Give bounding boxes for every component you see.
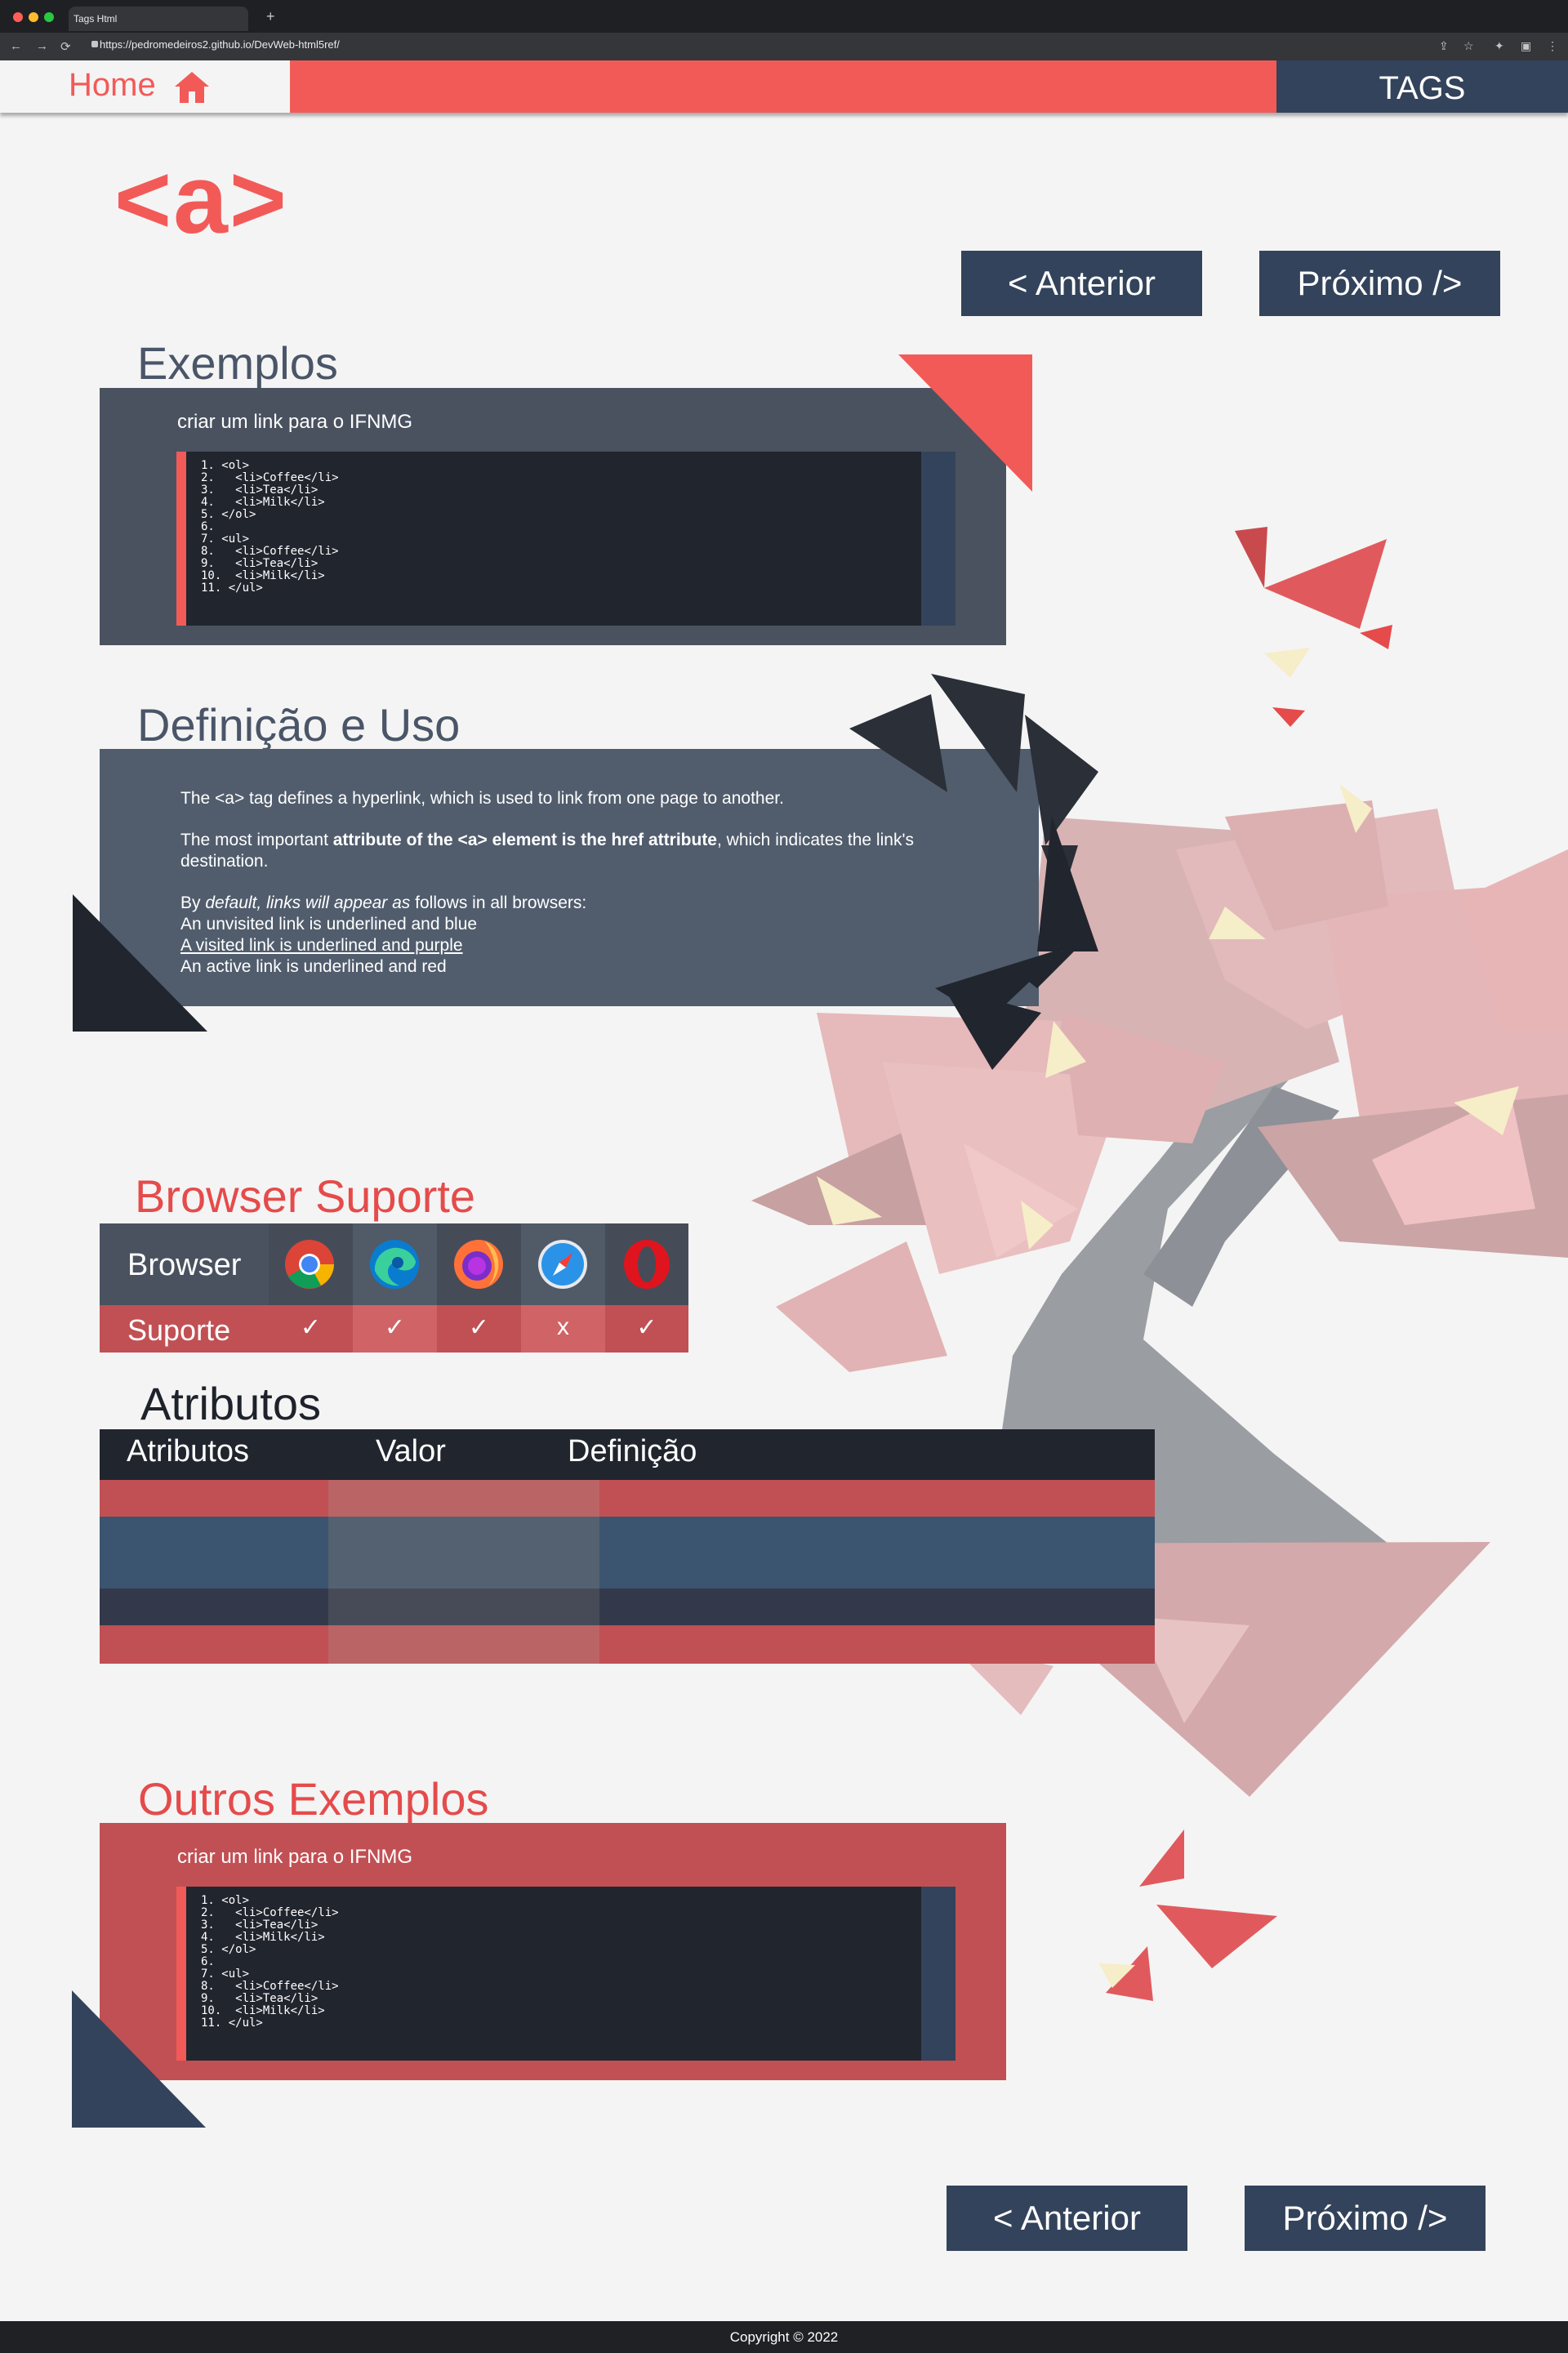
star-icon[interactable]: ☆ (1463, 39, 1474, 52)
other-examples-caption: criar um link para o IFNMG (177, 1846, 413, 1868)
attributes-col-attr: Atributos (127, 1434, 249, 1468)
definition-title: Definição e Uso (137, 699, 461, 751)
share-icon[interactable]: ⇪ (1439, 39, 1449, 52)
attributes-col-value: Valor (376, 1434, 446, 1468)
lock-icon (91, 41, 98, 47)
definition-panel (100, 749, 1039, 1006)
code-line: 2. <li>Coffee</li> (201, 471, 339, 484)
support-title: Browser Suporte (135, 1170, 476, 1222)
code-line: 5. </ol> (201, 508, 256, 521)
code-line: 9. <li>Tea</li> (201, 557, 318, 570)
support-browser-label: Browser (127, 1248, 242, 1282)
code-line: 1. <ol> (201, 1894, 250, 1907)
extensions-icon[interactable]: ✦ (1494, 39, 1504, 52)
firefox-icon (454, 1240, 503, 1289)
code-line: 10. <li>Milk</li> (201, 569, 325, 582)
definition-line-visited[interactable]: A visited link is underlined and purple (180, 936, 463, 955)
opera-icon (624, 1240, 670, 1289)
footer: Copyright © 2022 (0, 2321, 1568, 2353)
code-line: 7. <ul> (201, 533, 250, 546)
table-cell-value (328, 1517, 599, 1589)
prev-button-bottom[interactable]: < Anterior (947, 2186, 1187, 2251)
code-scrollbar[interactable] (921, 1887, 956, 2061)
code-line: 6. (201, 520, 215, 533)
red-corner-triangle (898, 354, 1032, 492)
next-button-bottom[interactable]: Próximo /> (1245, 2186, 1486, 2251)
prev-button-top[interactable]: < Anterior (961, 251, 1202, 316)
forward-icon[interactable]: → (36, 39, 48, 53)
code-line: 8. <li>Coffee</li> (201, 545, 339, 558)
support-value-firefox: ✓ (468, 1314, 490, 1341)
navy-corner-triangle (72, 1990, 206, 2128)
sidepanel-icon[interactable]: ▣ (1521, 39, 1532, 52)
table-cell-value (328, 1625, 599, 1664)
browser-tab[interactable]: Tags Html (69, 7, 248, 31)
code-line: 1. <ol> (201, 459, 250, 472)
examples-code-block: 1. <ol>2. <li>Coffee</li>3. <li>Tea</li>… (176, 452, 921, 626)
definition-line-active: An active link is underlined and red (180, 957, 447, 976)
menu-icon[interactable]: ⋮ (1547, 39, 1558, 52)
attributes-title: Atributos (140, 1378, 321, 1429)
attributes-col-definition: Definição (568, 1434, 697, 1468)
table-row (100, 1480, 1155, 1517)
code-line: 5. </ol> (201, 1943, 256, 1956)
page-title: <a> (114, 145, 288, 254)
code-scrollbar[interactable] (921, 452, 956, 626)
safari-icon (538, 1240, 587, 1289)
code-line: 11. </ul> (201, 582, 263, 595)
support-value-opera: ✓ (636, 1314, 657, 1341)
home-link[interactable] (0, 60, 290, 113)
chrome-icon (285, 1240, 334, 1289)
code-line: 11. </ul> (201, 2017, 263, 2030)
browser-tab-bar (0, 0, 1568, 33)
back-icon[interactable]: ← (10, 39, 22, 53)
dark-corner-triangle (73, 894, 207, 1032)
address-bar-row (0, 33, 1568, 60)
code-line: 10. <li>Milk</li> (201, 2004, 325, 2017)
table-cell-value (328, 1480, 599, 1517)
code-line: 4. <li>Milk</li> (201, 1931, 325, 1944)
other-examples-code-block: 1. <ol>2. <li>Coffee</li>3. <li>Tea</li>… (176, 1887, 921, 2061)
code-line: 3. <li>Tea</li> (201, 1918, 318, 1932)
table-row (100, 1625, 1155, 1664)
code-line: 7. <ul> (201, 1968, 250, 1981)
examples-title: Exemplos (137, 337, 338, 389)
attributes-table-header (100, 1429, 1155, 1480)
support-value-chrome: ✓ (300, 1314, 322, 1341)
next-button-top[interactable]: Próximo /> (1259, 251, 1500, 316)
code-line: 8. <li>Coffee</li> (201, 1980, 339, 1993)
code-line: 3. <li>Tea</li> (201, 484, 318, 497)
table-row (100, 1589, 1155, 1625)
reload-icon[interactable]: ⟳ (60, 40, 71, 54)
definition-paragraph-1: The <a> tag defines a hyperlink, which i… (180, 789, 784, 808)
code-line: 6. (201, 1955, 215, 1968)
examples-caption: criar um link para o IFNMG (177, 411, 413, 433)
definition-paragraph-2: The most important attribute of the <a> … (180, 831, 914, 871)
home-icon[interactable] (173, 70, 211, 105)
support-val-bg-safari (521, 1305, 605, 1353)
definition-paragraph-3: By default, links will appear as follows… (180, 894, 587, 912)
table-cell-value (328, 1589, 599, 1625)
url-field[interactable]: https://pedromedeiros2.github.io/DevWeb-… (100, 38, 340, 51)
support-row-header (100, 1223, 269, 1305)
tab-title: Tags Html (74, 13, 118, 25)
support-value-edge: ✓ (384, 1314, 406, 1341)
new-tab-button[interactable]: + (266, 8, 275, 25)
support-val-bg-edge (353, 1305, 437, 1353)
support-value-safari: x (557, 1313, 569, 1340)
tags-nav-button[interactable]: TAGS (1276, 60, 1568, 113)
code-line: 9. <li>Tea</li> (201, 1992, 318, 2005)
code-line: 2. <li>Coffee</li> (201, 1906, 339, 1919)
definition-line-unvisited: An unvisited link is underlined and blue (180, 915, 478, 934)
table-row (100, 1517, 1155, 1589)
support-value-label: Suporte (127, 1313, 231, 1347)
other-examples-title: Outros Exemplos (138, 1773, 489, 1825)
definition-body: The <a> tag defines a hyperlink, which i… (180, 788, 1005, 978)
code-line: 4. <li>Milk</li> (201, 496, 325, 509)
window-controls[interactable] (13, 11, 60, 26)
dark-shards (849, 674, 1098, 1070)
home-label[interactable]: Home (69, 67, 156, 103)
edge-icon (370, 1240, 419, 1289)
